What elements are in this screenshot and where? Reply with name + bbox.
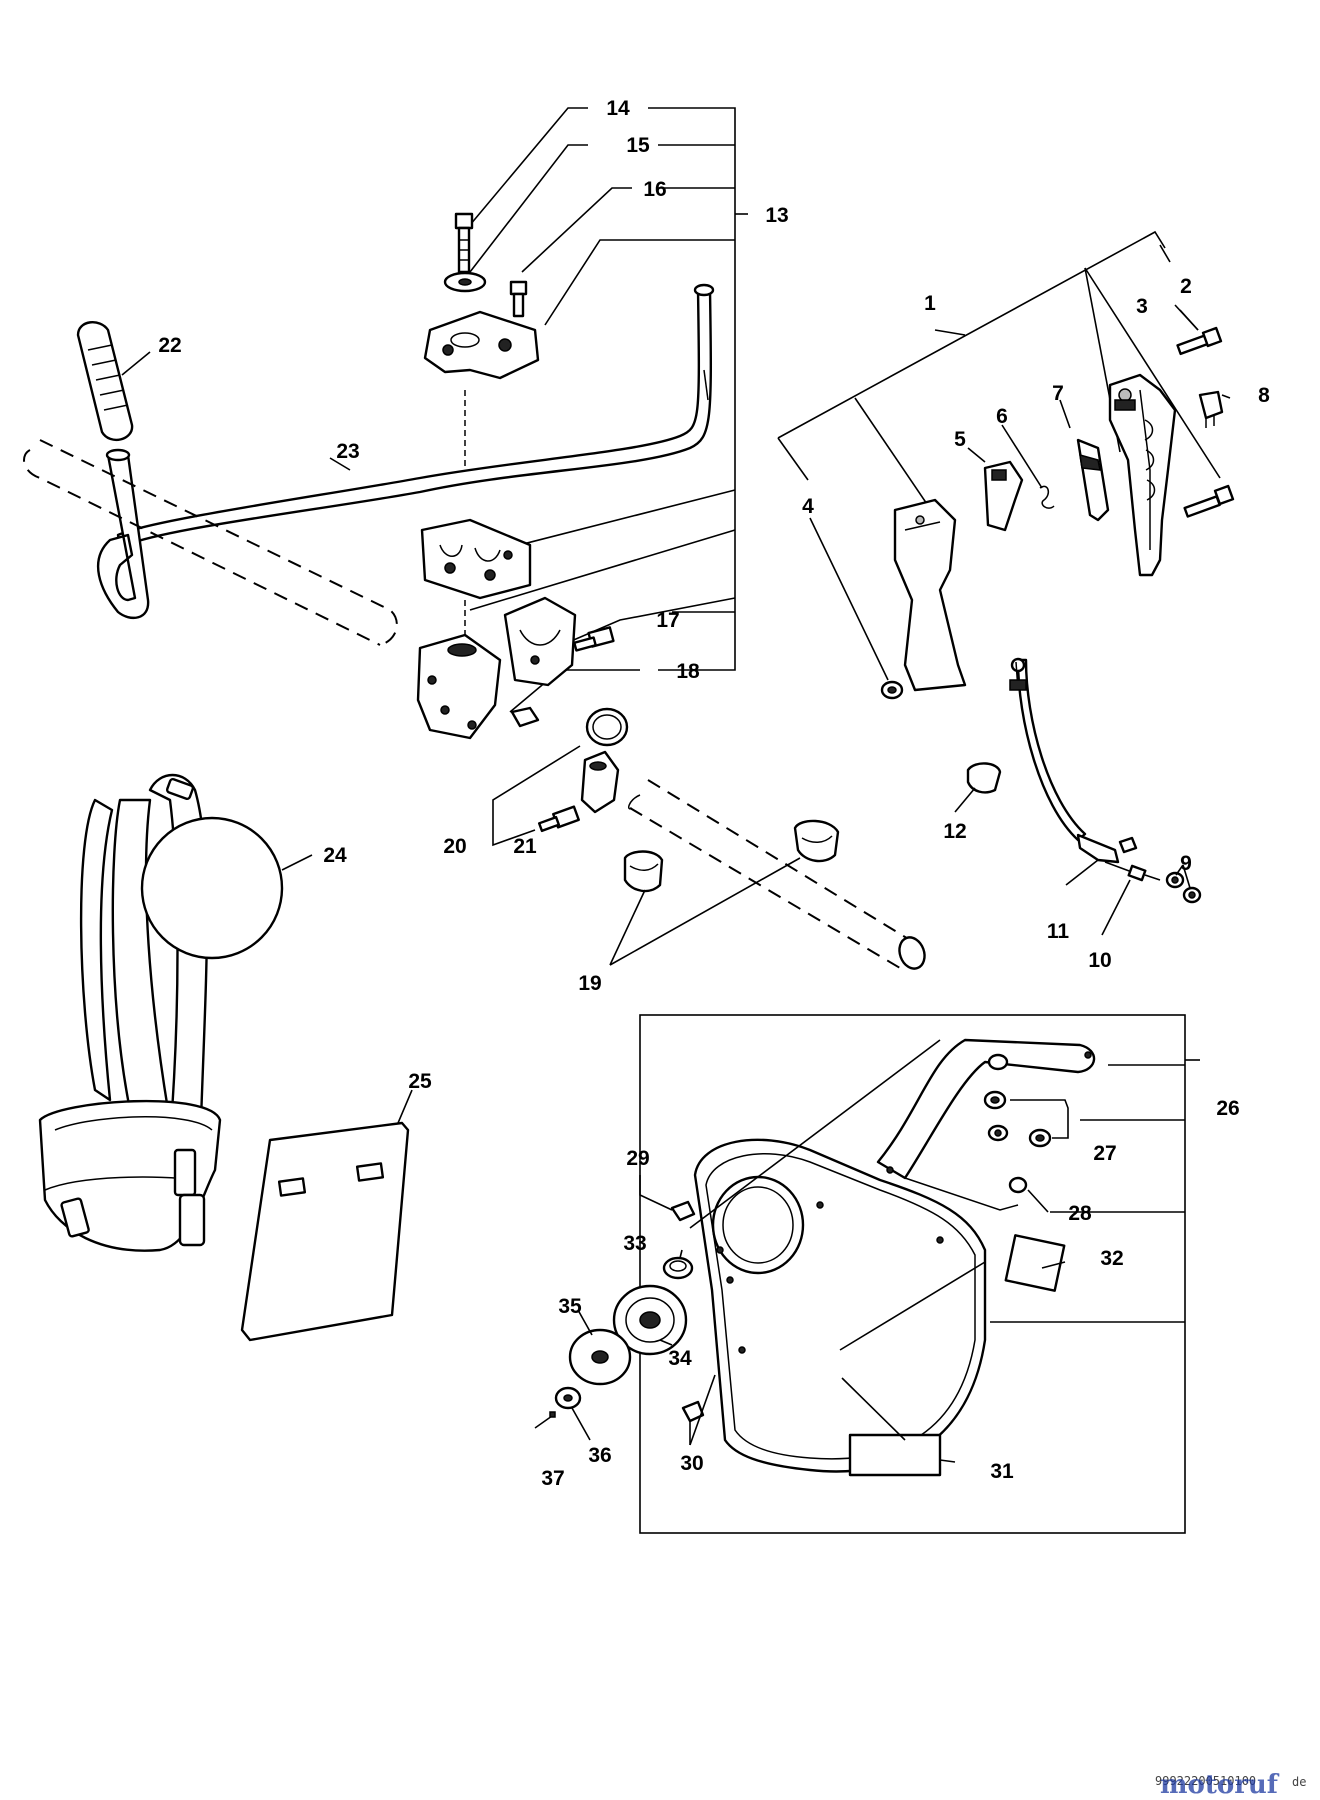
callout-5: 5 [954,428,966,451]
nut-27b [1028,1128,1052,1148]
callout-21: 21 [513,835,537,858]
nut-27a [983,1090,1007,1110]
callout-31: 31 [990,1460,1014,1483]
nut-4 [880,680,904,700]
screw-16 [509,280,528,318]
guard-bracket [876,1038,1096,1211]
callout-20: 20 [443,835,466,858]
clip-12 [966,762,1002,794]
callout-7: 7 [1052,382,1064,405]
callout-12: 12 [943,820,966,843]
watermark-brand: motoruf [1160,1770,1280,1800]
pin-37 [534,1411,556,1429]
callout-26: 26 [1216,1097,1239,1120]
bolt-29 [670,1200,696,1222]
guard-assembly [534,1014,1200,1534]
callout-35: 35 [558,1295,582,1318]
plate-35 [568,1328,632,1386]
washer-26 [987,1053,1009,1071]
bolt-30 [681,1400,705,1423]
screw-3 [1183,484,1235,518]
washer-28 [1008,1176,1028,1194]
clamp-side-17 [503,596,577,687]
callout-30: 30 [680,1452,703,1475]
nut-18 [510,706,540,728]
callout-22: 22 [158,334,181,357]
switch-8 [1198,390,1224,428]
screw-21 [537,805,580,833]
label-32 [1004,1234,1066,1292]
nut-36 [554,1386,582,1410]
clamp-19b [793,819,840,863]
clamp-19a [623,850,664,893]
nut-27c [987,1124,1009,1142]
watermark-code: 99922200510100 [1155,1774,1256,1788]
callout-32: 32 [1100,1247,1123,1270]
watermark: 99922200510100 motoruf de [1155,1770,1306,1800]
clamp-20 [580,750,620,814]
handle-half-4 [893,498,967,692]
o-ring-20 [585,707,629,747]
callout-1: 1 [924,292,936,315]
callout-36: 36 [588,1444,611,1467]
bolt-14 [454,212,474,274]
callout-25: 25 [408,1070,432,1093]
callout-27: 27 [1093,1142,1116,1165]
callout-13: 13 [765,204,788,227]
collar-33 [662,1256,694,1280]
callout-33: 33 [623,1232,646,1255]
callout-18: 18 [676,660,700,683]
callout-16: 16 [643,178,666,201]
spring-6 [1039,485,1055,509]
callout-10: 10 [1088,949,1111,972]
callout-23: 23 [336,440,359,463]
nut-9b [1182,886,1202,904]
callout-labels: 1 2 3 4 5 6 7 8 9 10 11 12 13 14 15 16 1… [158,97,1270,1490]
nut-9a [1165,871,1185,889]
washer-15 [443,271,487,293]
callout-28: 28 [1068,1202,1092,1225]
plate-34 [612,1284,688,1356]
callout-11: 11 [1047,920,1070,943]
clamp-lower-block [416,633,502,740]
grip-22 [76,321,134,442]
callout-34: 34 [668,1347,692,1370]
callout-2: 2 [1180,275,1192,298]
handle-half-3 [1108,373,1177,577]
callout-3: 3 [1136,295,1148,318]
callout-6: 6 [996,405,1008,428]
callout-4: 4 [802,495,814,518]
guard-plate [693,1138,987,1473]
lever-7 [1076,438,1110,522]
throttle-trigger-5 [983,460,1024,532]
callout-15: 15 [626,134,650,157]
screw-2 [1176,326,1223,356]
shaft-clamp-group [492,707,926,970]
clamp-top-plate [423,310,540,380]
harness-24 [38,773,284,1252]
handlebar-23 [96,283,715,620]
handle-bracket-group [23,107,748,740]
callout-9: 9 [1180,852,1192,875]
callout-14: 14 [606,97,630,120]
screw-17 [573,626,615,652]
callout-29: 29 [626,1147,649,1170]
clamp-upper-block [420,518,532,600]
callout-19: 19 [578,972,601,995]
label-31 [848,1433,942,1477]
watermark-suffix: de [1292,1775,1306,1789]
throttle-handle-group [777,230,1235,700]
callout-8: 8 [1258,384,1270,407]
callout-24: 24 [323,844,347,867]
throttle-cable-group [954,657,1202,936]
pad-25 [240,1089,413,1342]
callout-17: 17 [656,609,679,632]
callout-37: 37 [541,1467,564,1490]
